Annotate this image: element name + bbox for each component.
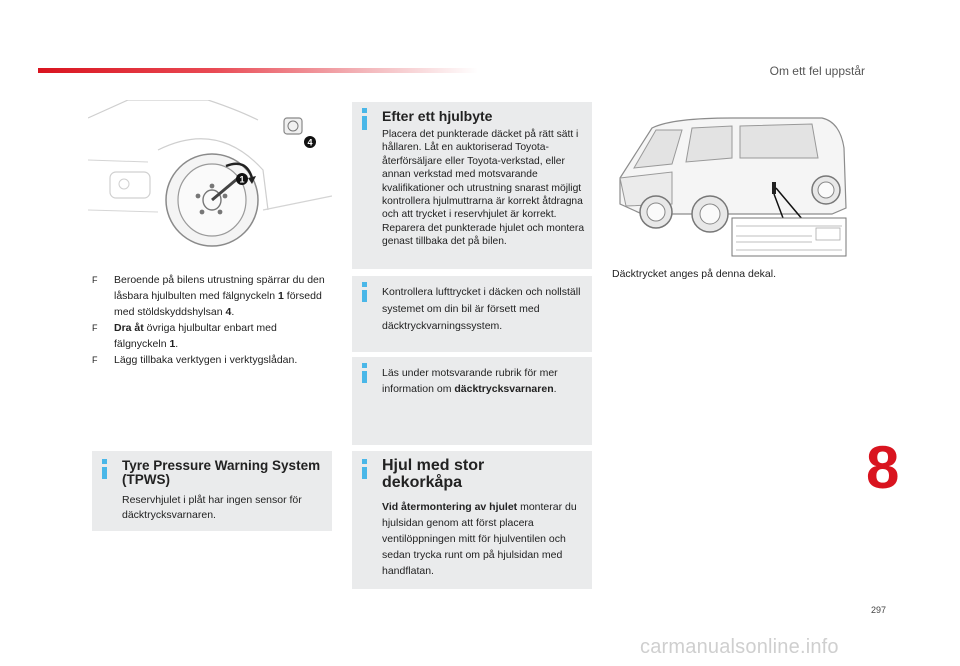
wheel-change-illustration: 1 4 [88, 100, 332, 247]
read-more-box: Läs under motsvarande rubrik för mer inf… [352, 357, 592, 445]
section-title: Om ett fel uppstår [769, 64, 865, 78]
wheel-callout-1: 1 [239, 175, 244, 185]
box-text: Vid återmontering av hjulet monterar du … [382, 501, 577, 577]
box-title: Tyre Pressure Warning System (TPWS) [122, 458, 321, 487]
list-item: F Lägg tillbaka verktygen i verktygslåda… [92, 354, 298, 366]
box-text: Placera det punkterade däcket på rätt sä… [382, 129, 585, 248]
info-icon [362, 459, 367, 479]
decal-caption: Däcktrycket anges på denna dekal. [612, 268, 777, 280]
large-hubcap-box: Hjul med stor dekorkåpa Vid återmonterin… [352, 451, 592, 589]
wheel-callout-4: 4 [307, 138, 312, 148]
box-text: Reservhjulet i plåt har ingen sensor för… [122, 494, 302, 521]
bullet-mark: F [92, 275, 98, 285]
info-icon [362, 282, 367, 302]
box-text: Läs under motsvarande rubrik för mer inf… [382, 367, 558, 395]
list-item: F Beroende på bilens utrustning spärrar … [92, 274, 325, 318]
bullet-mark: F [92, 323, 98, 333]
box-text: Kontrollera lufttrycket i däcken och nol… [382, 286, 581, 332]
info-icon [362, 108, 367, 130]
bullet-mark: F [92, 355, 98, 365]
info-icon [102, 459, 107, 479]
tpws-box: Tyre Pressure Warning System (TPWS) Rese… [92, 451, 332, 531]
list-item: F Dra åt övriga hjulbultar enbart med fä… [92, 322, 277, 350]
watermark: carmanualsonline.info [640, 636, 839, 658]
pressure-check-box: Kontrollera lufttrycket i däcken och nol… [352, 276, 592, 352]
after-wheel-change-box: Efter ett hjulbyte Placera det punkterad… [352, 102, 592, 269]
instruction-bullets: F Beroende på bilens utrustning spärrar … [92, 272, 332, 368]
page-number: 297 [870, 605, 886, 615]
box-title: Hjul med stor dekorkåpa [382, 457, 485, 491]
van-decal-illustration [619, 117, 847, 257]
info-icon [362, 363, 367, 383]
box-title: Efter ett hjulbyte [382, 108, 493, 124]
chapter-number: 8 [866, 434, 900, 501]
header-accent-bar [38, 68, 478, 73]
